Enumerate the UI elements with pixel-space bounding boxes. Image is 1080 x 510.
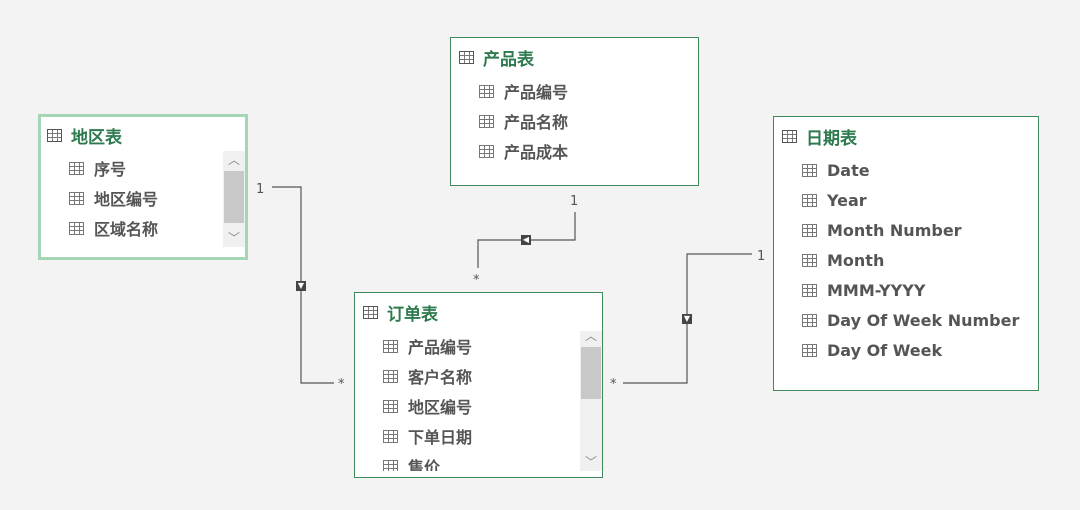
scroll-thumb[interactable] (224, 171, 244, 223)
column-icon (69, 191, 84, 205)
scroll-up-icon[interactable]: ︿ (227, 153, 240, 167)
scrollbar-region[interactable]: ︿ ﹀ (223, 151, 245, 247)
field-list-date: Date Year Month Number Month MMM-YYYY Da… (774, 155, 1038, 365)
column-icon (479, 144, 494, 158)
field-item[interactable]: 产品编号 (355, 331, 602, 361)
field-label: Month (827, 250, 885, 270)
column-icon (802, 343, 817, 357)
column-icon (802, 313, 817, 327)
field-item[interactable]: 产品编号 (451, 76, 698, 106)
column-icon (383, 429, 398, 443)
column-icon (479, 114, 494, 128)
field-label: 产品成本 (504, 143, 569, 162)
column-icon (802, 253, 817, 267)
table-icon (782, 129, 797, 143)
cardinality-one-product: 1 (570, 194, 578, 209)
field-label: Day Of Week Number (827, 310, 1020, 330)
table-header-date[interactable]: 日期表 (774, 117, 1038, 155)
cardinality-many-date: * (610, 377, 617, 392)
field-label: 序号 (94, 160, 127, 179)
field-label: 产品编号 (408, 338, 473, 357)
column-icon (383, 459, 398, 471)
field-label: 区域名称 (94, 220, 159, 239)
column-icon (479, 84, 494, 98)
column-icon (383, 399, 398, 413)
cardinality-one-date: 1 (757, 249, 765, 264)
table-card-date[interactable]: 日期表 Date Year Month Number Month MMM-YYY… (773, 116, 1039, 391)
scroll-thumb[interactable] (581, 347, 601, 399)
table-header-orders[interactable]: 订单表 (355, 293, 602, 331)
table-icon (459, 50, 474, 64)
column-icon (69, 221, 84, 235)
field-item[interactable]: 售价 (355, 451, 602, 471)
field-label: 下单日期 (408, 428, 473, 447)
field-label: Month Number (827, 220, 962, 240)
field-item[interactable]: 客户名称 (355, 361, 602, 391)
column-icon (802, 193, 817, 207)
table-card-product[interactable]: 产品表 产品编号 产品名称 产品成本 (450, 37, 699, 186)
table-title-orders: 订单表 (387, 304, 438, 325)
field-item[interactable]: 序号 (41, 153, 245, 183)
field-label: 地区编号 (408, 398, 473, 417)
field-label: 产品编号 (504, 83, 569, 102)
table-title-region: 地区表 (71, 127, 122, 148)
filter-direction-down-icon: ▼ (682, 314, 692, 324)
table-title-product: 产品表 (483, 49, 534, 70)
field-item[interactable]: Month Number (774, 215, 1038, 245)
filter-direction-down-icon: ▼ (296, 281, 306, 291)
field-label: 客户名称 (408, 368, 473, 387)
field-item[interactable]: Date (774, 155, 1038, 185)
field-label: 产品名称 (504, 113, 569, 132)
cardinality-many-region: * (338, 377, 345, 392)
scroll-down-icon[interactable]: ﹀ (584, 455, 597, 469)
table-title-date: 日期表 (806, 128, 857, 149)
table-icon (363, 305, 378, 319)
column-icon (383, 339, 398, 353)
cardinality-many-product: * (473, 273, 480, 288)
field-item[interactable]: Day Of Week Number (774, 305, 1038, 335)
field-list-orders: 产品编号 客户名称 地区编号 下单日期 售价 ︿ ﹀ (355, 331, 602, 471)
field-item[interactable]: Month (774, 245, 1038, 275)
field-item[interactable]: 地区编号 (41, 183, 245, 213)
column-icon (383, 369, 398, 383)
column-icon (802, 223, 817, 237)
column-icon (802, 283, 817, 297)
field-label: 售价 (408, 458, 441, 471)
cardinality-one-region: 1 (256, 182, 264, 197)
scroll-up-icon[interactable]: ︿ (584, 331, 597, 343)
field-label: Year (827, 190, 867, 210)
field-item[interactable]: 产品名称 (451, 106, 698, 136)
field-item[interactable]: Day Of Week (774, 335, 1038, 365)
field-list-product: 产品编号 产品名称 产品成本 (451, 76, 698, 166)
field-item[interactable]: 地区编号 (355, 391, 602, 421)
field-label: Day Of Week (827, 340, 943, 360)
field-label: 地区编号 (94, 190, 159, 209)
field-label: MMM-YYYY (827, 280, 926, 300)
field-label: Date (827, 160, 870, 180)
filter-direction-left-icon: ◀ (521, 235, 531, 245)
column-icon (69, 161, 84, 175)
field-item[interactable]: MMM-YYYY (774, 275, 1038, 305)
scrollbar-orders[interactable]: ︿ ﹀ (580, 331, 602, 471)
field-item[interactable]: Year (774, 185, 1038, 215)
field-list-region: 序号 地区编号 区域名称 ︿ ﹀ (41, 151, 245, 247)
field-item[interactable]: 下单日期 (355, 421, 602, 451)
table-card-orders[interactable]: 订单表 产品编号 客户名称 地区编号 下单日期 售价 ︿ ﹀ (354, 292, 603, 478)
column-icon (802, 163, 817, 177)
scroll-down-icon[interactable]: ﹀ (227, 231, 240, 245)
table-header-region[interactable]: 地区表 (41, 117, 245, 153)
table-icon (47, 128, 62, 142)
table-card-region[interactable]: 地区表 序号 地区编号 区域名称 ︿ ﹀ (38, 114, 248, 260)
field-item[interactable]: 产品成本 (451, 136, 698, 166)
field-item[interactable]: 区域名称 (41, 213, 245, 243)
table-header-product[interactable]: 产品表 (451, 38, 698, 76)
